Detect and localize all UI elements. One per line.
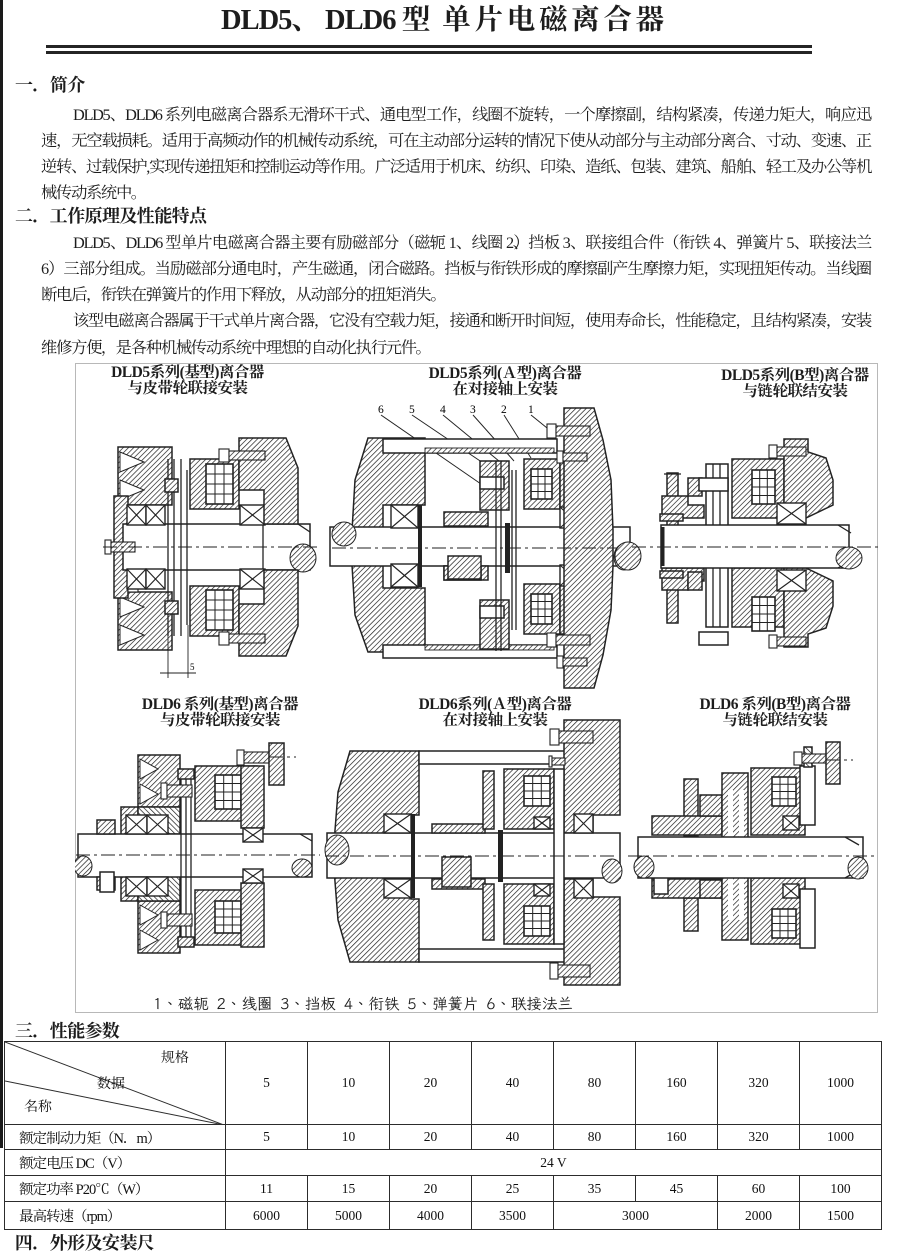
svg-text:5: 5 bbox=[409, 404, 415, 416]
svg-text:1: 1 bbox=[528, 404, 534, 416]
svg-text:3: 3 bbox=[470, 404, 476, 416]
svg-text:4: 4 bbox=[440, 404, 446, 416]
svg-text:2: 2 bbox=[501, 404, 507, 416]
svg-text:5: 5 bbox=[190, 662, 195, 672]
svg-text:6: 6 bbox=[378, 404, 384, 416]
